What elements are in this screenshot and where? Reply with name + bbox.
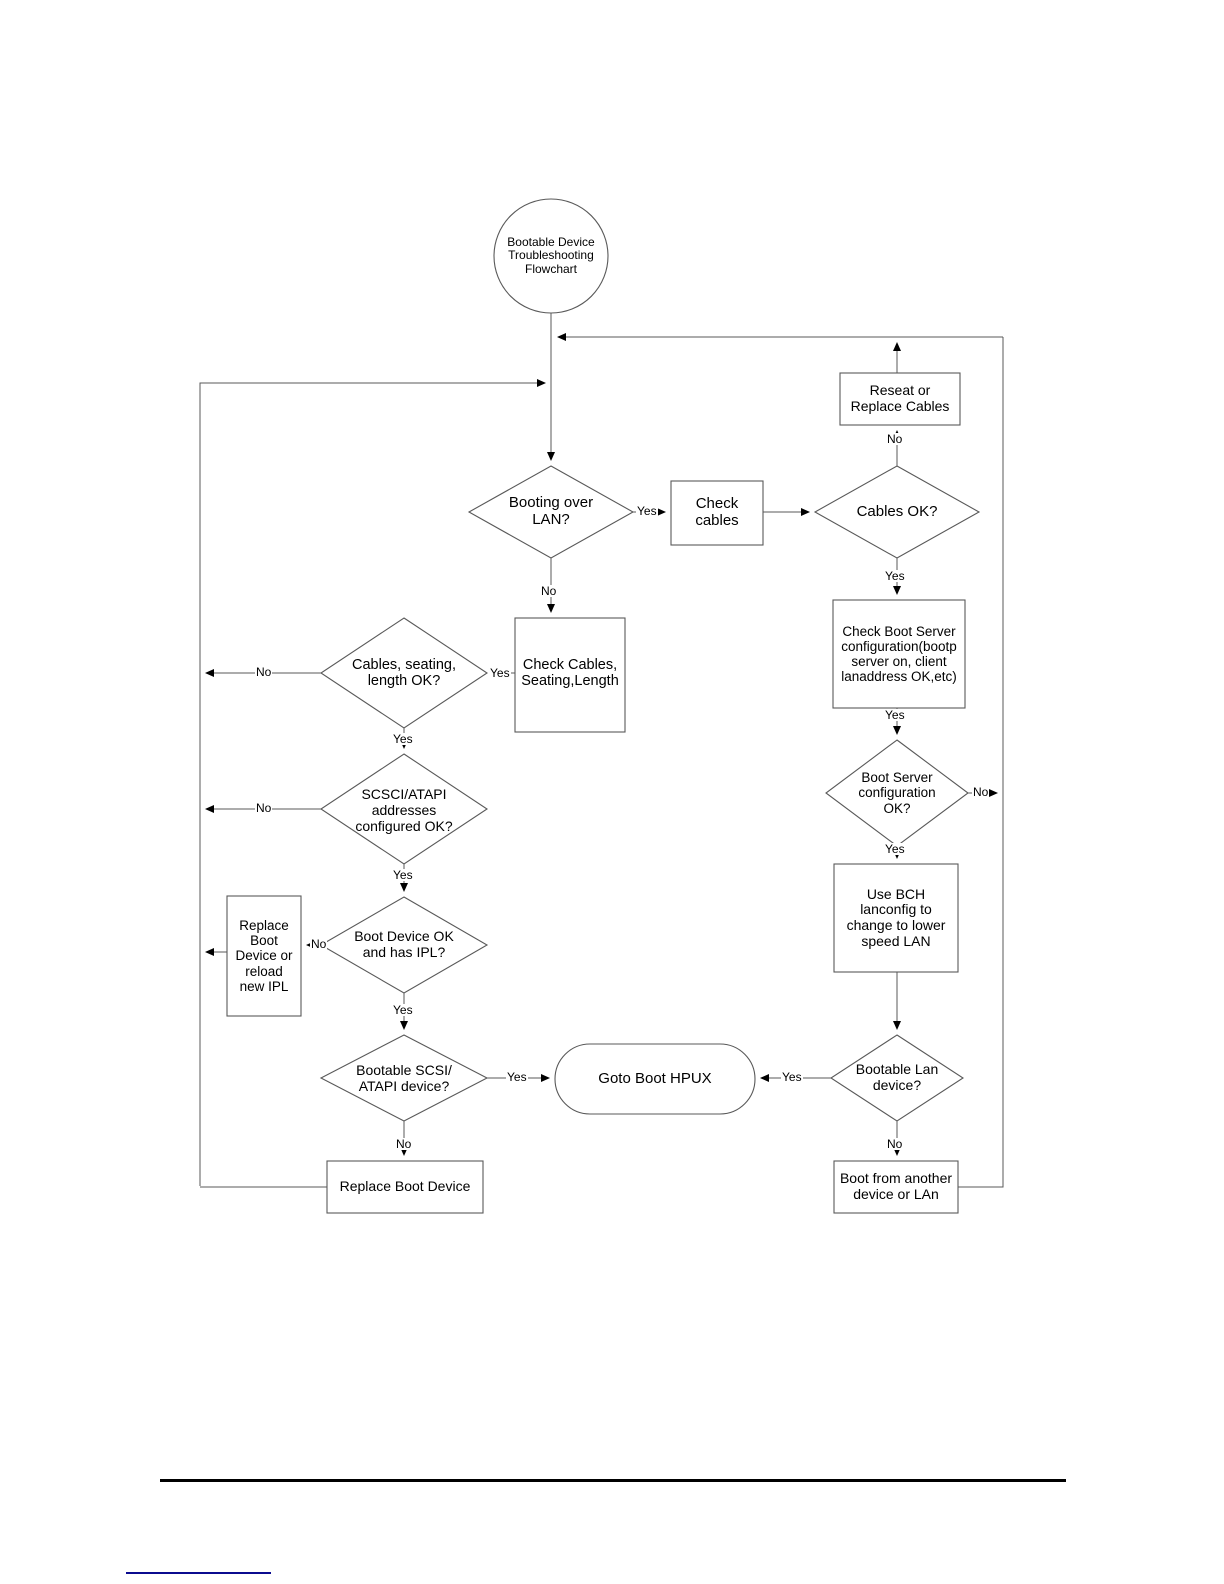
node-booting-over-lan [467,465,635,559]
edge-label-csl-yes: Yes [489,666,511,680]
node-boot-from-another [833,1160,959,1214]
edge-right-return-bus [958,337,1004,1188]
node-boot-server-config-ok [825,739,969,847]
footer-link-underline [126,1572,271,1574]
edge-label-csl-down-yes: Yes [392,732,414,746]
node-check-cables [670,480,764,546]
edge-label-bootable-scsi-yes: Yes [506,1070,528,1084]
edge-label-lan-yes: Yes [636,504,658,518]
node-check-boot-server [832,599,966,709]
edge-label-scsci-no: No [255,801,273,815]
node-scsci-atapi-addresses [320,753,488,865]
edge-label-bootdev-yes: Yes [392,1003,414,1017]
edge-label-bootable-scsi-no: No [395,1137,413,1151]
edge-left-return-bus [199,379,546,1186]
edge-label-bootable-lan-yes: Yes [781,1070,803,1084]
node-check-cables-seating-length [514,617,626,733]
edge-label-boot-server-yes: Yes [884,708,906,722]
node-bootable-scsi-atapi [319,1034,489,1122]
edge-label-cables-ok-no: No [886,432,904,446]
edge-label-csl-no: No [255,665,273,679]
edge-label-bootdev-no: No [310,937,328,951]
edge-label-cables-ok-yes: Yes [884,569,906,583]
node-bootable-lan-device [829,1034,965,1122]
edge-label-boot-server-no: No [972,785,990,799]
node-goto-boot-hpux [554,1043,756,1115]
edge-label-lan-no: No [540,584,558,598]
node-use-bch-lanconfig [833,863,959,973]
node-cables-seating-length-ok [320,617,488,729]
edge-label-scsci-yes: Yes [392,868,414,882]
node-replace-boot-device [326,1160,484,1214]
node-cables-ok [813,465,981,559]
node-replace-boot-device-reload-ipl [226,895,302,1017]
node-boot-device-ok-ipl [319,896,489,994]
edge-label-bootable-lan-no: No [886,1137,904,1151]
page-divider-rule [160,1479,1066,1482]
node-reseat-replace-cables [839,372,961,426]
edge-label-boot-server-cfg-yes: Yes [884,842,906,856]
node-start [493,198,609,314]
